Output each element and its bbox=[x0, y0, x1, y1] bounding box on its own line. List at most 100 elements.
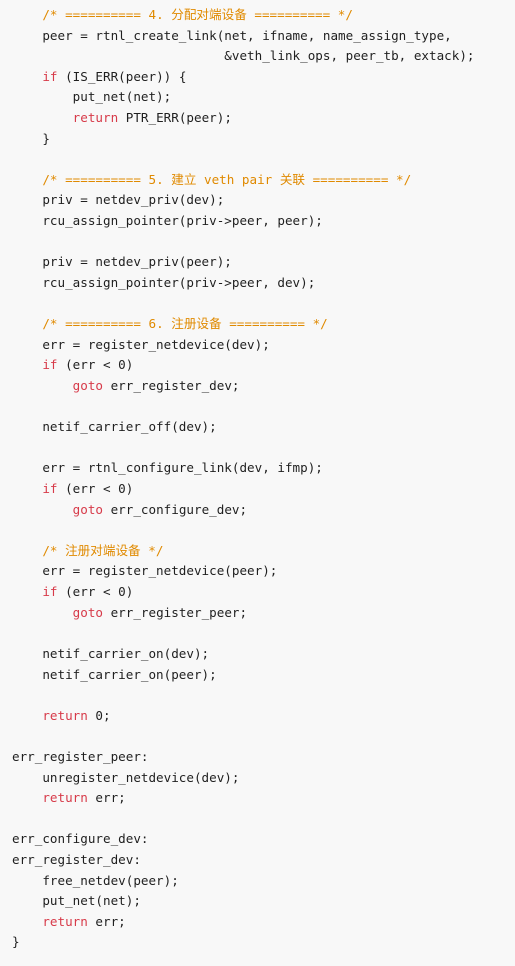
code-keyword: if bbox=[42, 68, 58, 84]
code-line: if (err < 0) bbox=[12, 355, 515, 376]
code-line bbox=[12, 438, 515, 459]
code-text: err_register_peer; bbox=[103, 604, 248, 620]
code-line: } bbox=[12, 932, 515, 953]
code-line bbox=[12, 685, 515, 706]
code-line: goto err_configure_dev; bbox=[12, 500, 515, 521]
code-line: /* ========== 6. 注册设备 ========== */ bbox=[12, 314, 515, 335]
code-line: put_net(net); bbox=[12, 891, 515, 912]
code-text: netif_carrier_off(dev); bbox=[12, 419, 217, 435]
code-line bbox=[12, 809, 515, 830]
code-text: (err < 0) bbox=[57, 481, 134, 497]
code-line bbox=[12, 294, 515, 315]
code-line: } bbox=[12, 129, 515, 150]
code-line: err = register_netdevice(dev); bbox=[12, 335, 515, 356]
code-keyword: goto bbox=[72, 377, 104, 393]
code-text bbox=[12, 316, 42, 331]
code-text bbox=[12, 357, 42, 372]
code-keyword: return bbox=[72, 110, 119, 126]
code-text bbox=[12, 7, 42, 22]
code-line: netif_carrier_on(peer); bbox=[12, 665, 515, 686]
code-text: err_configure_dev; bbox=[103, 501, 248, 517]
code-text: priv = netdev_priv(dev); bbox=[12, 192, 225, 208]
code-line: priv = netdev_priv(dev); bbox=[12, 190, 515, 211]
code-block[interactable]: /* ========== 4. 分配对端设备 ========== */ pe… bbox=[12, 5, 515, 953]
code-line bbox=[12, 520, 515, 541]
code-text: err_configure_dev: bbox=[12, 831, 149, 847]
code-line: netif_carrier_off(dev); bbox=[12, 417, 515, 438]
code-keyword: if bbox=[42, 357, 58, 373]
code-text bbox=[12, 790, 42, 805]
code-keyword: if bbox=[42, 584, 58, 600]
code-line: /* 注册对端设备 */ bbox=[12, 541, 515, 562]
code-text bbox=[12, 502, 73, 517]
code-line bbox=[12, 397, 515, 418]
code-text: err_register_dev: bbox=[12, 851, 141, 867]
code-text bbox=[12, 708, 42, 723]
code-comment: /* 注册对端设备 */ bbox=[42, 542, 164, 558]
code-text: 0; bbox=[87, 707, 111, 723]
code-text: rcu_assign_pointer(priv->peer, dev); bbox=[12, 274, 316, 290]
code-text: err; bbox=[87, 790, 126, 806]
code-keyword: if bbox=[42, 481, 58, 497]
code-text: (err < 0) bbox=[57, 584, 134, 600]
code-line bbox=[12, 232, 515, 253]
code-text bbox=[12, 110, 73, 125]
code-text: PTR_ERR(peer); bbox=[118, 110, 232, 126]
code-text: err; bbox=[87, 913, 126, 929]
code-text: err = register_netdevice(peer); bbox=[12, 563, 278, 579]
code-line bbox=[12, 623, 515, 644]
code-comment: /* ========== 5. 建立 veth pair 关联 =======… bbox=[42, 171, 412, 187]
code-line: return err; bbox=[12, 788, 515, 809]
code-text: err_register_peer: bbox=[12, 748, 149, 764]
code-text: err_register_dev; bbox=[103, 377, 240, 393]
code-text bbox=[12, 605, 73, 620]
code-text bbox=[12, 481, 42, 496]
code-text: put_net(net); bbox=[12, 893, 141, 909]
code-line: goto err_register_dev; bbox=[12, 376, 515, 397]
code-line: return err; bbox=[12, 912, 515, 933]
code-line: if (err < 0) bbox=[12, 479, 515, 500]
code-line: goto err_register_peer; bbox=[12, 603, 515, 624]
code-keyword: return bbox=[42, 913, 88, 929]
code-line: peer = rtnl_create_link(net, ifname, nam… bbox=[12, 26, 515, 47]
code-text bbox=[12, 378, 73, 393]
code-text: } bbox=[12, 934, 20, 950]
code-text: unregister_netdevice(dev); bbox=[12, 769, 240, 785]
code-line: free_netdev(peer); bbox=[12, 871, 515, 892]
code-text bbox=[12, 584, 42, 599]
code-text bbox=[12, 69, 42, 84]
code-line: if (IS_ERR(peer)) { bbox=[12, 67, 515, 88]
code-line: err = rtnl_configure_link(dev, ifmp); bbox=[12, 458, 515, 479]
code-line: err_configure_dev: bbox=[12, 829, 515, 850]
code-line: rcu_assign_pointer(priv->peer, peer); bbox=[12, 211, 515, 232]
code-text: free_netdev(peer); bbox=[12, 872, 179, 888]
code-line: err_register_peer: bbox=[12, 747, 515, 768]
code-text bbox=[12, 172, 42, 187]
code-line: put_net(net); bbox=[12, 87, 515, 108]
code-text: priv = netdev_priv(peer); bbox=[12, 254, 232, 270]
code-comment: /* ========== 4. 分配对端设备 ========== */ bbox=[42, 7, 353, 22]
code-text: netif_carrier_on(dev); bbox=[12, 645, 210, 661]
code-line bbox=[12, 149, 515, 170]
code-text: &veth_link_ops, peer_tb, extack); bbox=[12, 48, 475, 64]
code-line: priv = netdev_priv(peer); bbox=[12, 252, 515, 273]
code-line: if (err < 0) bbox=[12, 582, 515, 603]
code-line: rcu_assign_pointer(priv->peer, dev); bbox=[12, 273, 515, 294]
code-text: err = register_netdevice(dev); bbox=[12, 336, 270, 352]
code-line: /* ========== 4. 分配对端设备 ========== */ bbox=[12, 5, 515, 26]
code-line: err = register_netdevice(peer); bbox=[12, 561, 515, 582]
code-line: err_register_dev: bbox=[12, 850, 515, 871]
code-text: (IS_ERR(peer)) { bbox=[57, 68, 187, 84]
code-line: &veth_link_ops, peer_tb, extack); bbox=[12, 46, 515, 67]
code-text: put_net(net); bbox=[12, 89, 172, 105]
code-text: netif_carrier_on(peer); bbox=[12, 666, 217, 682]
code-line: unregister_netdevice(dev); bbox=[12, 768, 515, 789]
code-text: rcu_assign_pointer(priv->peer, peer); bbox=[12, 213, 323, 229]
code-text: } bbox=[12, 130, 50, 146]
code-line bbox=[12, 726, 515, 747]
code-text: err = rtnl_configure_link(dev, ifmp); bbox=[12, 460, 323, 476]
code-line: netif_carrier_on(dev); bbox=[12, 644, 515, 665]
code-keyword: goto bbox=[72, 604, 104, 620]
code-line: /* ========== 5. 建立 veth pair 关联 =======… bbox=[12, 170, 515, 191]
